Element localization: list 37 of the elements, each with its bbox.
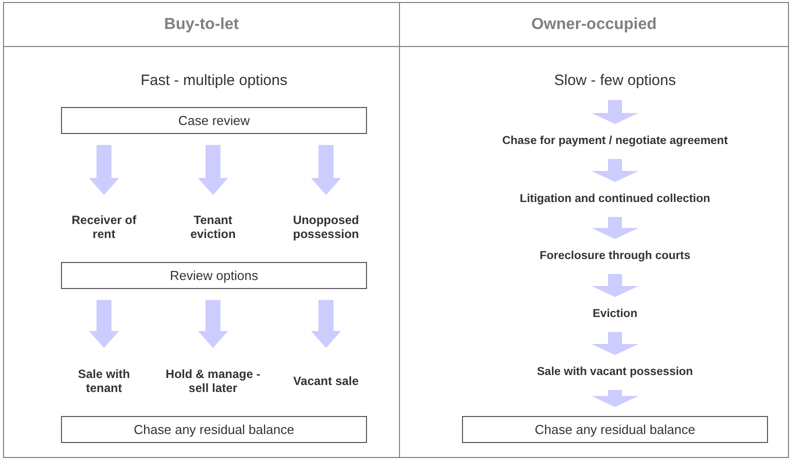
block-arrow <box>592 217 638 239</box>
box-label: Case review <box>178 113 250 128</box>
block-arrow <box>89 145 119 195</box>
block-arrow <box>198 145 228 195</box>
step-label: Eviction <box>448 306 782 324</box>
block-arrow <box>311 300 341 348</box>
process-box <box>61 107 367 134</box>
block-arrow <box>592 390 638 407</box>
block-arrow <box>592 159 638 182</box>
block-arrow <box>198 300 228 348</box>
block-arrow <box>592 332 638 355</box>
box-label: Chase any residual balance <box>534 422 696 437</box>
process-box <box>61 416 367 443</box>
process-box <box>462 416 768 443</box>
step-label: Receiver of rent <box>65 210 143 244</box>
step-label: Chase for payment / negotiate agreement <box>448 133 782 151</box>
column-panel <box>399 2 789 458</box>
step-label: Foreclosure through courts <box>448 248 782 266</box>
box-label: Chase any residual balance <box>134 422 294 437</box>
subtitle: Fast - multiple options <box>61 68 367 92</box>
box-label: Review options <box>170 268 258 283</box>
subtitle: Slow - few options <box>465 68 765 92</box>
column-heading: Owner-occupied <box>400 3 788 47</box>
block-arrow <box>592 100 638 124</box>
step-label: Sale with vacant possession <box>448 364 782 382</box>
step-label: Unopposed possession <box>276 210 376 244</box>
step-label: Hold & manage - sell later <box>163 363 263 399</box>
step-label: Tenant eviction <box>174 210 252 244</box>
block-arrow <box>592 274 638 297</box>
column-heading: Buy-to-let <box>4 3 399 47</box>
block-arrow <box>89 300 119 348</box>
column-panel <box>3 2 400 458</box>
block-arrow <box>311 145 341 195</box>
step-label: Vacant sale <box>278 363 374 399</box>
process-box <box>61 262 367 289</box>
step-label: Litigation and continued collection <box>448 191 782 209</box>
step-label: Sale with tenant <box>65 363 143 399</box>
